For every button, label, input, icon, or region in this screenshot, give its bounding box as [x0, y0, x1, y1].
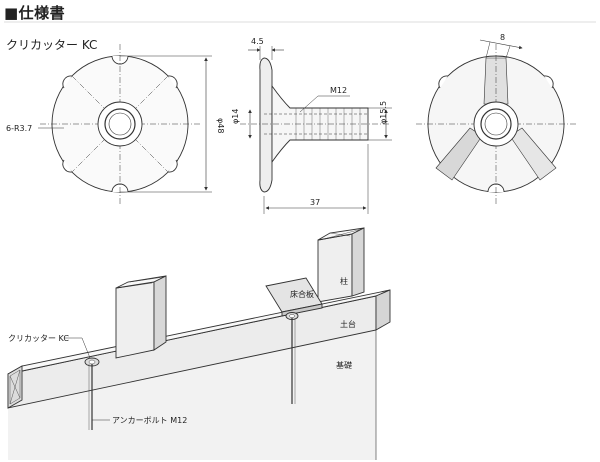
- thread-hatch: [295, 108, 361, 140]
- dim-notch-radius: 6-R3.7: [6, 124, 32, 133]
- side-view: [240, 46, 392, 214]
- label-foundation: 基礎: [336, 360, 352, 370]
- foundation-block: [8, 330, 376, 460]
- dim-diameter-48: φ48: [216, 118, 225, 133]
- dim-thread: M12: [330, 86, 347, 95]
- product-name: クリカッター KC: [6, 38, 98, 52]
- dim-length: 37: [310, 198, 320, 207]
- label-pillar: 柱: [340, 276, 348, 286]
- dim-flange-thickness: 4.5: [251, 37, 264, 46]
- page-title: ■仕様書: [4, 4, 66, 22]
- dim-inner-diameter: φ14: [231, 109, 240, 124]
- label-anchor-bolt: アンカーボルト M12: [112, 416, 187, 425]
- dim-notch-width: 8: [500, 33, 505, 42]
- installation-diagram: [7, 227, 391, 460]
- pillar: [317, 233, 353, 303]
- front-view: [38, 44, 212, 204]
- left-post: [115, 281, 155, 359]
- label-sill: 土台: [340, 319, 356, 329]
- label-floor-board: 床合板: [290, 289, 314, 299]
- dim-outer-body-diameter: φ15.5: [379, 101, 388, 124]
- rear-view: [416, 39, 576, 204]
- label-clicutter-kc: クリカッター KC: [8, 334, 69, 343]
